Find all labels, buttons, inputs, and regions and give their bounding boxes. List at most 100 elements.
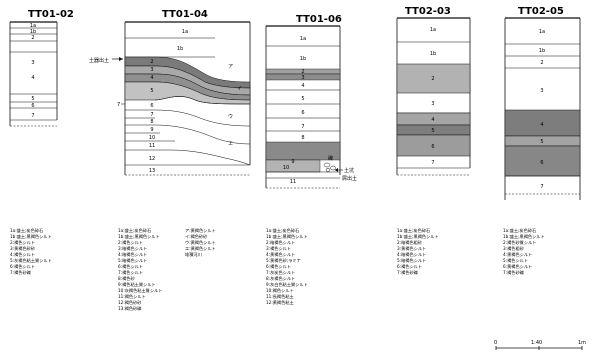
column-title: TT02-05	[518, 6, 564, 17]
feature-label: 礫	[328, 155, 333, 162]
layer-label: 6	[540, 160, 543, 166]
feature-label: ア	[228, 64, 233, 70]
svg-text:5:灰褐色粘土質シルト: 5:灰褐色粘土質シルト	[10, 257, 52, 264]
layer-label: 4	[431, 117, 434, 123]
svg-text:2:暗褐色シルト: 2:暗褐色シルト	[266, 239, 295, 246]
layer-label: 7	[431, 160, 434, 166]
layer-label: 2	[431, 76, 434, 82]
layer-label: 11	[290, 179, 296, 185]
svg-text:1a:盛土;炭色砕石: 1a:盛土;炭色砕石	[10, 227, 43, 234]
svg-text:7:灰炭色シルト: 7:灰炭色シルト	[266, 269, 295, 276]
layer-label: 1b	[300, 56, 306, 62]
svg-text:5:褐色シルト: 5:褐色シルト	[503, 257, 528, 264]
svg-text:ウ:黄褐色シルト: ウ:黄褐色シルト	[185, 239, 216, 246]
feature-label: エ	[228, 141, 233, 147]
layer-label: 5	[31, 96, 34, 102]
layer-label: 5	[431, 128, 434, 134]
svg-text:4:暗褐色シルト: 4:暗褐色シルト	[397, 251, 426, 258]
svg-text:2:褐色シルト: 2:褐色シルト	[10, 239, 35, 246]
layer-label: 4	[31, 75, 34, 81]
svg-text:堆積河川: 堆積河川	[185, 251, 202, 258]
svg-text:2:褐色砂質シルト: 2:褐色砂質シルト	[503, 239, 536, 246]
scale-bar: 0 1:40 1m	[494, 340, 586, 350]
svg-text:6:褐色シルト: 6:褐色シルト	[10, 263, 35, 270]
layer-label: 7	[540, 184, 543, 190]
column-tt01-06: TT01-06 1a 1b 2 3 4 5 6 7 8 9 10 11 礫 土	[266, 14, 357, 306]
svg-text:4:黒褐色シルト: 4:黒褐色シルト	[503, 251, 532, 258]
layer-label: 13	[149, 168, 155, 174]
legend-tt01-02: 1a:盛土;炭色砕石 1b:盛土;黒褐色シルト 2:褐色シルト 3:黄褐色砂砂 …	[10, 227, 52, 276]
layer-label: 1b	[430, 51, 436, 57]
feature-label: 屑出土	[342, 175, 357, 182]
svg-text:1b:盛土;黒褐色シルト: 1b:盛土;黒褐色シルト	[503, 233, 545, 240]
layer-label: 6	[150, 103, 153, 109]
svg-text:4:暗褐色シルト: 4:暗褐色シルト	[118, 251, 147, 258]
layer-label: 4	[150, 75, 153, 81]
side-layer-label: 7	[117, 102, 120, 108]
svg-text:イ:褐色砂砂: イ:褐色砂砂	[185, 233, 207, 240]
svg-text:6:褐色シルト: 6:褐色シルト	[118, 263, 143, 270]
layer-label: 10	[283, 165, 289, 171]
layer-label: 6	[431, 144, 434, 150]
layer-label: 1a	[539, 29, 545, 35]
svg-text:4:黄褐色シルト: 4:黄褐色シルト	[266, 251, 295, 258]
svg-text:3:黄褐色シルト: 3:黄褐色シルト	[397, 245, 426, 252]
svg-text:1a:盛土;炭色砕石: 1a:盛土;炭色砕石	[503, 227, 536, 234]
svg-text:13:褐色砂礫: 13:褐色砂礫	[118, 305, 142, 312]
layer-label: 5	[150, 88, 153, 94]
svg-text:11:長褐色粘土: 11:長褐色粘土	[266, 293, 294, 300]
legend-tt01-06: 1a:盛土;炭色砕石 1b:盛土;黒褐色シルト 2:暗褐色シルト 3:褐色シルト…	[266, 227, 308, 306]
layer-label: 12	[149, 156, 155, 162]
layer-label: 1a	[300, 36, 306, 42]
svg-text:1b:盛土;黒褐色シルト: 1b:盛土;黒褐色シルト	[266, 233, 308, 240]
layer-label: 2	[31, 35, 34, 41]
layer-label: 10	[149, 135, 155, 141]
svg-text:5:暗褐色シルト: 5:暗褐色シルト	[118, 257, 147, 264]
svg-text:12:黄褐色粘土: 12:黄褐色粘土	[266, 299, 294, 306]
svg-text:1b:盛土;黒褐色シルト: 1b:盛土;黒褐色シルト	[10, 233, 52, 240]
pottery-find-label: 土器出土	[89, 57, 109, 64]
layer-label: 7	[31, 113, 34, 119]
legend-tt02-03: 1a:盛土;炭色砕石 1b:盛土;黒褐色シルト 2:暗褐色粗砂 3:黄褐色シルト…	[397, 227, 439, 276]
layer-label: 4	[540, 122, 543, 128]
column-tt01-04: TT01-04 土器出土 7 1a 1b 2 3 4 5 6	[89, 9, 250, 312]
svg-text:5:暗褐色シルト: 5:暗褐色シルト	[397, 257, 426, 264]
legend-tt02-05: 1a:盛土;炭色砕石 1b:盛土;黒褐色シルト 2:褐色砂質シルト 3:褐色粗砂…	[503, 227, 545, 276]
svg-text:2:褐色シルト: 2:褐色シルト	[118, 239, 143, 246]
svg-text:11:褐色シルト: 11:褐色シルト	[118, 293, 146, 300]
column-title: TT02-03	[405, 6, 451, 17]
column-title: TT01-06	[296, 14, 342, 25]
layer-label: 9	[291, 159, 294, 165]
svg-text:2:暗褐色粗砂: 2:暗褐色粗砂	[397, 239, 422, 246]
svg-text:6:黄褐色シルト: 6:黄褐色シルト	[503, 263, 532, 270]
layer-label: 8	[150, 119, 153, 125]
svg-text:8:灰褐色シルト: 8:灰褐色シルト	[266, 275, 295, 282]
layer-label: 2	[150, 59, 153, 65]
svg-text:ア:黄褐色シルト: ア:黄褐色シルト	[185, 227, 216, 234]
svg-text:3:黄褐色砂砂: 3:黄褐色砂砂	[10, 245, 35, 252]
layer-label: 8	[301, 135, 304, 141]
layer-label: 6	[31, 103, 34, 109]
svg-text:6:褐色シルト: 6:褐色シルト	[266, 263, 291, 270]
layer-label: 5	[301, 96, 304, 102]
scale-start-label: 0	[494, 340, 497, 346]
layer-label: 9	[150, 127, 153, 133]
layer-label: 3	[31, 60, 34, 66]
scale-ratio-label: 1:40	[531, 340, 542, 346]
layer-label: 5	[540, 139, 543, 145]
svg-text:9:灰白色粘土質シルト: 9:灰白色粘土質シルト	[266, 281, 308, 288]
svg-text:1a:盛土;炭色砕石: 1a:盛土;炭色砕石	[266, 227, 299, 234]
layer-label: 3	[540, 88, 543, 94]
svg-text:8:褐色砂: 8:褐色砂	[118, 275, 135, 282]
column-title: TT01-02	[28, 9, 74, 20]
svg-text:3:暗褐色シルト: 3:暗褐色シルト	[118, 245, 147, 252]
svg-text:6:褐色シルト: 6:褐色シルト	[397, 263, 422, 270]
layer-label: 7	[150, 112, 153, 118]
svg-text:10:褐色シルト: 10:褐色シルト	[266, 287, 294, 294]
svg-text:9:褐色粘土質シルト: 9:褐色粘土質シルト	[118, 281, 156, 288]
svg-text:10:灰褐色粘土質シルト: 10:灰褐色粘土質シルト	[118, 287, 162, 294]
scale-end-label: 1m	[578, 340, 586, 346]
column-title: TT01-04	[162, 9, 208, 20]
layer-label: 6	[301, 110, 304, 116]
